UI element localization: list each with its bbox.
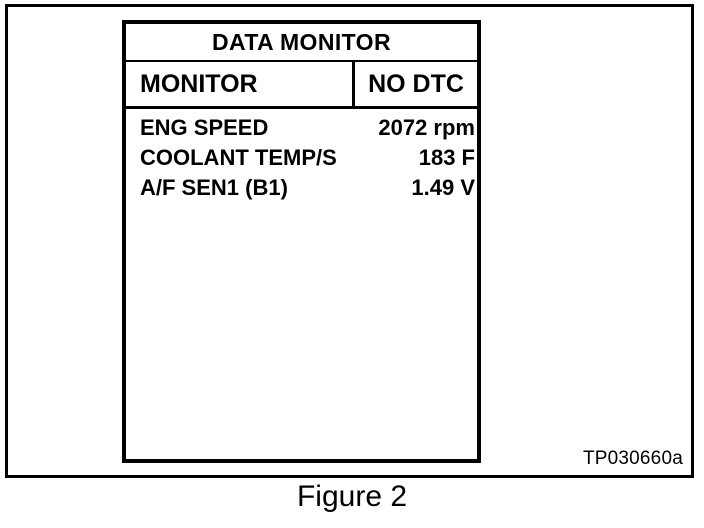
data-row-value: 183 F [418, 145, 475, 170]
data-row-value: 2072 rpm [378, 115, 475, 140]
panel-title-row: DATA MONITOR [126, 24, 477, 62]
data-row-label: A/F SEN1 (B1) [140, 175, 288, 200]
data-row: COOLANT TEMP/S 183 F [126, 147, 477, 177]
data-row-label: COOLANT TEMP/S [140, 145, 337, 170]
data-row-label: ENG SPEED [140, 115, 269, 140]
scan-tool-screen-panel: DATA MONITOR MONITOR NO DTC ENG SPEED 20… [122, 20, 481, 463]
header-cell-dtc-status: NO DTC [355, 62, 477, 106]
header-cell-monitor: MONITOR [126, 62, 355, 106]
data-monitor-list: ENG SPEED 2072 rpm COOLANT TEMP/S 183 F … [126, 109, 477, 459]
panel-header-row: MONITOR NO DTC [126, 62, 477, 109]
header-label-no-dtc: NO DTC [368, 69, 464, 98]
figure-frame: DATA MONITOR MONITOR NO DTC ENG SPEED 20… [5, 4, 694, 478]
data-row: A/F SEN1 (B1) 1.49 V [126, 177, 477, 207]
figure-caption: Figure 2 [296, 480, 408, 513]
data-row-value: 1.49 V [411, 175, 475, 200]
reference-code: TP030660a [582, 448, 683, 469]
header-label-monitor: MONITOR [140, 69, 258, 98]
data-row: ENG SPEED 2072 rpm [126, 117, 477, 147]
panel-title: DATA MONITOR [212, 28, 391, 55]
